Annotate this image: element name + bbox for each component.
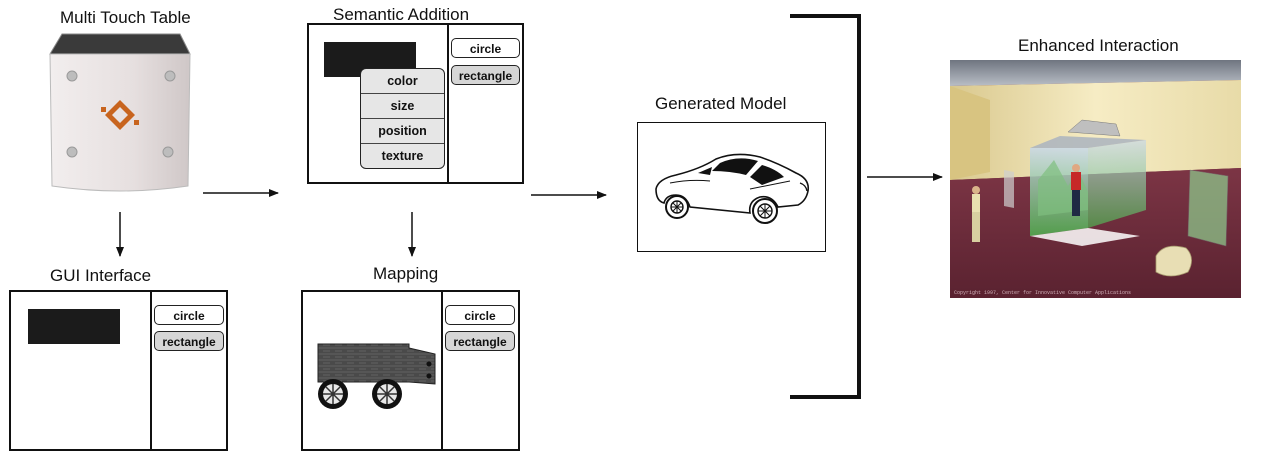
mapping-rectangle-button[interactable]: rectangle (445, 331, 515, 351)
wheel-front (318, 379, 348, 409)
title-mapping: Mapping (373, 264, 439, 283)
gui-rectangle-button[interactable]: rectangle (154, 331, 224, 351)
title-semantic-addition: Semantic Addition (333, 5, 470, 24)
title-multi-touch-table: Multi Touch Table (60, 8, 191, 27)
menu-item-texture[interactable]: texture (381, 149, 424, 163)
vr-copyright-text: Copyright 1997, Center for Innovative Co… (954, 290, 1131, 296)
palette-divider (447, 25, 449, 182)
menu-item-size[interactable]: size (361, 94, 444, 119)
drawn-rectangle-shape[interactable] (28, 309, 120, 344)
title-enhanced-interaction: Enhanced Interaction (1018, 36, 1179, 55)
palette-divider (441, 292, 443, 449)
multi-touch-table-image (49, 33, 191, 192)
menu-item-color[interactable]: color (361, 69, 444, 94)
menu-item-position[interactable]: position (361, 119, 444, 144)
vr-cave-scene-image: Copyright 1997, Center for Innovative Co… (950, 60, 1241, 298)
semantic-context-menu: color size position texture (360, 68, 445, 169)
gui-circle-button[interactable]: circle (154, 305, 224, 325)
grouping-bracket (790, 14, 861, 399)
mapping-panel: circle rectangle (301, 290, 520, 451)
semantic-rectangle-button[interactable]: rectangle (451, 65, 520, 85)
gui-interface-panel: circle rectangle (9, 290, 228, 451)
title-generated-model: Generated Model (655, 94, 787, 113)
table-logo (101, 100, 139, 130)
car-model-image (655, 153, 810, 224)
wagon-model-image (317, 343, 436, 409)
semantic-circle-button[interactable]: circle (451, 38, 520, 58)
mapping-circle-button[interactable]: circle (445, 305, 515, 325)
palette-divider (150, 292, 152, 449)
semantic-addition-panel: color size position texture circle recta… (307, 23, 524, 184)
title-gui-interface: GUI Interface (50, 266, 152, 285)
wheel-rear (372, 379, 402, 409)
generated-model-panel (637, 122, 826, 252)
